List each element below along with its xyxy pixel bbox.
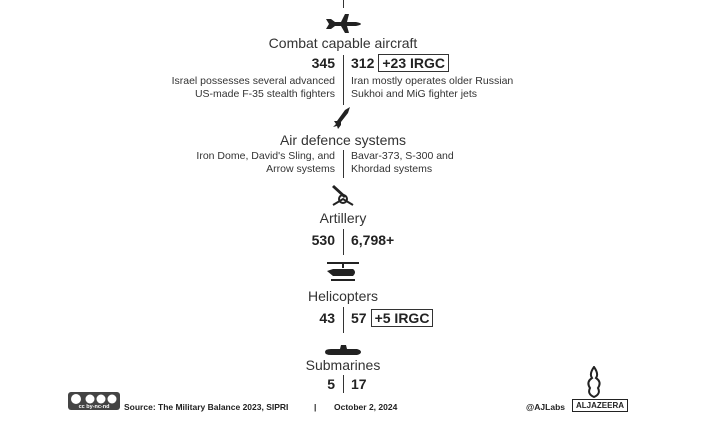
iran-helicopter-value: 57 [351,310,367,326]
date-text: October 2, 2024 [334,402,398,412]
ajlabs-handle: @AJLabs [526,402,565,412]
iran-artillery-count: 6,798+ [351,232,395,248]
submarine-icon [325,345,361,355]
divider-line [343,307,344,333]
license-text: cc by-nc-nd [78,404,110,410]
desc-line: Sukhoi and MiG fighter jets [351,88,478,100]
divider-line [343,229,344,255]
section-title-submarines: Submarines [305,357,381,373]
iran-aircraft-value: 312 [351,55,375,71]
footer-separator: | [314,402,317,412]
irgc-badge: +5 IRGC [370,309,434,327]
desc-line: Khordad systems [351,163,433,175]
israel-artillery-count: 530 [311,232,335,248]
desc-line: Iran mostly operates older Russian [351,75,514,87]
section-title-air-defence: Air defence systems [279,132,407,148]
artillery-icon [332,185,354,206]
divider-line [343,0,344,8]
irgc-badge: +23 IRGC [378,54,449,72]
desc-line: Bavar-373, S-300 and [351,150,454,162]
creative-commons-icon [71,394,117,404]
source-text: Source: The Military Balance 2023, SIPRI [124,402,289,412]
desc-line: Arrow systems [266,163,335,175]
divider-line [343,375,344,393]
creative-commons-license-badge: cc by-nc-nd [68,392,120,410]
desc-line: Israel possesses several advanced [171,75,335,87]
desc-line: Iron Dome, David's Sling, and [196,150,335,162]
helicopter-icon [327,262,359,281]
section-title-helicopters: Helicopters [307,288,379,304]
israel-helicopter-count: 43 [319,310,335,326]
israel-aircraft-count: 345 [311,55,335,71]
missile-icon [333,107,350,129]
iran-aircraft-count: 312+23 IRGC [351,54,449,72]
aljazeera-logo-icon [587,366,601,398]
section-title-aircraft: Combat capable aircraft [268,35,418,51]
section-title-artillery: Artillery [319,210,367,226]
desc-line: US-made F-35 stealth fighters [194,88,335,100]
divider-line [343,150,344,178]
fighter-jet-icon [326,14,361,33]
iran-helicopter-count: 57+5 IRGC [351,309,434,327]
israel-submarine-count: 5 [327,376,335,392]
aljazeera-brand: ALJAZEERA [572,399,629,412]
iran-submarine-count: 17 [351,376,367,392]
divider-line [343,55,344,105]
